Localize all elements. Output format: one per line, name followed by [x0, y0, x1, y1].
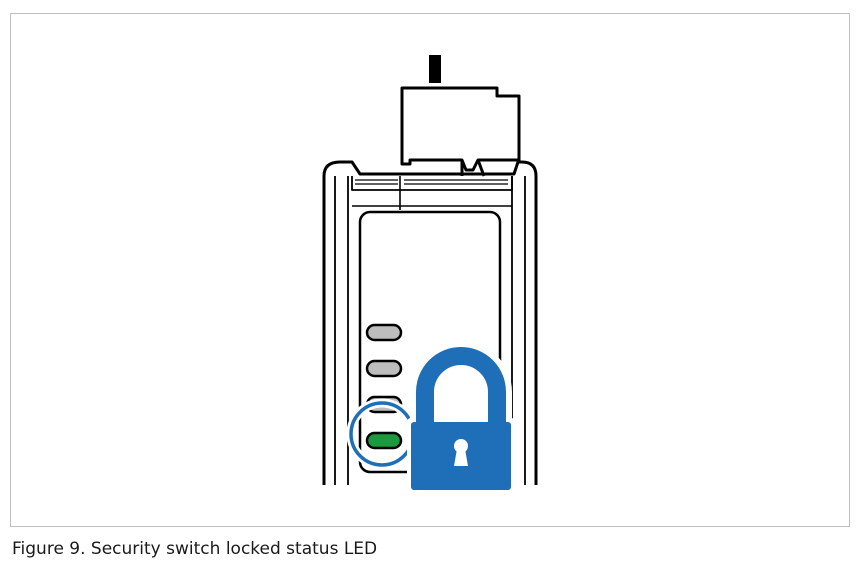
connector-pin	[429, 55, 441, 83]
connector-plug	[400, 86, 521, 177]
padlock-locked-icon	[407, 341, 515, 494]
led-2-off	[365, 359, 403, 378]
led-1-off	[365, 323, 403, 342]
led-4-on	[365, 431, 403, 450]
figure-caption: Figure 9. Security switch locked status …	[12, 539, 378, 559]
